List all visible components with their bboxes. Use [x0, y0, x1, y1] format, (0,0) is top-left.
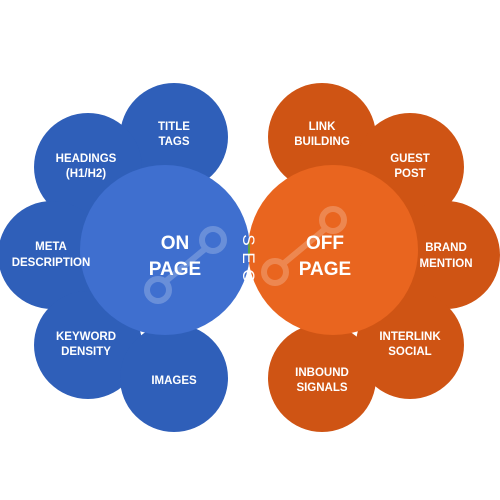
petal-interlink-social-line1: INTERLINK — [379, 331, 441, 343]
petal-brand-mention-circle — [392, 201, 500, 309]
off-page-title-line1: OFF — [306, 233, 344, 254]
petal-title-tags-circle — [120, 83, 228, 191]
seo-letter-o: O — [239, 269, 258, 282]
petal-inbound-signals-line2: SIGNALS — [296, 382, 347, 394]
petal-guest-post-line1: GUEST — [390, 153, 430, 165]
petal-brand-mention-line2: MENTION — [419, 258, 472, 270]
petal-title-tags-line1: TITLE — [158, 121, 190, 133]
seo-letter-e: E — [239, 252, 258, 263]
petal-meta-description-line1: META — [35, 241, 67, 253]
petal-link-building-circle — [268, 83, 376, 191]
link-icon — [144, 226, 227, 304]
petal-images-circle — [120, 324, 228, 432]
on-page-title-line2: PAGE — [149, 259, 201, 280]
on-page-circle — [80, 165, 250, 335]
petal-keyword-density-line1: KEYWORD — [56, 331, 116, 343]
petal-headings-line2: (H1/H2) — [66, 168, 106, 180]
petal-interlink-social-line2: SOCIAL — [388, 346, 431, 358]
petal-brand-mention-line1: BRAND — [425, 242, 467, 254]
petal-inbound-signals-circle — [268, 324, 376, 432]
off-page-title-line2: PAGE — [299, 259, 351, 280]
off-page-circle — [248, 165, 418, 335]
on-page-title-line1: ON — [161, 233, 190, 254]
petal-headings-line1: HEADINGS — [56, 153, 117, 165]
petal-images-line1: IMAGES — [151, 375, 197, 387]
seo-letter-s: S — [239, 234, 258, 245]
petal-keyword-density-line2: DENSITY — [61, 346, 111, 358]
petal-title-tags-line2: TAGS — [158, 136, 189, 148]
petal-guest-post-line2: POST — [394, 168, 425, 180]
petal-link-building-line1: LINK — [309, 121, 337, 133]
chain-icon — [261, 206, 347, 286]
petal-link-building-line2: BUILDING — [294, 136, 350, 148]
petal-meta-description-line2: DESCRIPTION — [12, 257, 91, 269]
petal-meta-description-circle — [0, 201, 106, 309]
petal-inbound-signals-line1: INBOUND — [295, 367, 349, 379]
